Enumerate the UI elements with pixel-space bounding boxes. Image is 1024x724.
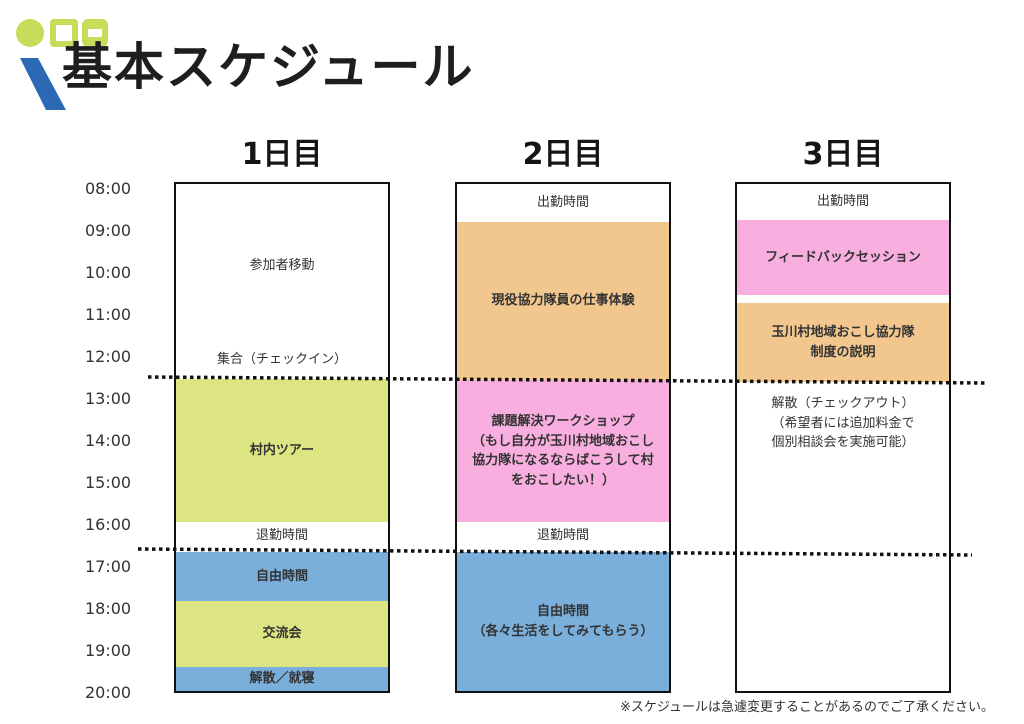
day3-header: 3日目 [802, 137, 884, 172]
schedule-block: フィードバックセッション [737, 220, 949, 295]
day2-column: 出勤時間 現役協力隊員の仕事体験 課題解決ワークショップ （もし自分が玉川村地域… [455, 182, 671, 693]
schedule-block: 退勤時間 [255, 528, 308, 543]
schedule-block: 課題解決ワークショップ （もし自分が玉川村地域おこし 協力隊になるならばこうして… [457, 380, 669, 522]
time-label: 17:00 [85, 557, 132, 576]
schedule-block: 玉川村地域おこし協力隊 制度の説明 [737, 303, 949, 382]
time-label: 14:00 [85, 431, 132, 450]
checkin-divider [147, 375, 986, 385]
time-label: 18:00 [85, 599, 132, 618]
page-title: 基本スケジュール [62, 37, 475, 96]
block-label: 玉川村地域おこし協力隊 制度の説明 [771, 325, 915, 360]
time-label: 15:00 [85, 473, 132, 492]
day3-column: 出勤時間 フィードバックセッション 玉川村地域おこし協力隊 制度の説明 解散（チ… [735, 182, 951, 693]
time-label: 10:00 [85, 263, 132, 282]
block-label: 交流会 [262, 626, 302, 642]
schedule-block: 自由時間 [176, 552, 388, 601]
evening-divider [137, 547, 973, 557]
time-label: 11:00 [85, 305, 132, 324]
block-label: 村内ツアー [249, 442, 315, 458]
time-label: 20:00 [85, 683, 132, 702]
schedule-block: 村内ツアー [176, 379, 388, 522]
schedule-block: 出勤時間 [536, 195, 589, 210]
schedule-block: 解散（チェックアウト） （希望者には追加料金で 個別相談会を実施可能） [771, 396, 915, 450]
block-label: 解散／就寝 [249, 671, 315, 687]
time-label: 16:00 [85, 515, 132, 534]
block-label: 課題解決ワークショップ （もし自分が玉川村地域おこし 協力隊になるならばこうして… [471, 414, 654, 488]
schedule-block: 交流会 [176, 601, 388, 667]
block-label: 自由時間 （各々生活をしてみてもらう） [472, 604, 654, 639]
schedule-block: 現役協力隊員の仕事体験 [457, 222, 669, 380]
block-label: 自由時間 [255, 568, 308, 584]
time-label: 12:00 [85, 347, 132, 366]
footnote: ※スケジュールは急遽変更することがあるのでご了承ください。 [620, 700, 994, 715]
schedule-block: 出勤時間 [816, 194, 869, 209]
day1-header: 1日目 [241, 137, 323, 172]
day2-header: 2日目 [522, 137, 604, 172]
schedule-block: 自由時間 （各々生活をしてみてもらう） [457, 552, 669, 691]
block-label: フィードバックセッション [765, 249, 921, 265]
time-label: 08:00 [85, 179, 132, 198]
block-label: 現役協力隊員の仕事体験 [491, 293, 635, 309]
schedule-block: 解散／就寝 [176, 667, 388, 691]
schedule-block: 集合（チェックイン） [216, 352, 347, 367]
schedule-block: 参加者移動 [249, 258, 315, 273]
time-label: 13:00 [85, 389, 132, 408]
time-label: 19:00 [85, 641, 132, 660]
oks-logo [16, 19, 108, 110]
time-label: 09:00 [85, 221, 132, 240]
schedule-block: 退勤時間 [536, 528, 589, 543]
day1-column: 参加者移動 集合（チェックイン） 村内ツアー 退勤時間 自由時間 交流会 解散／… [174, 182, 390, 693]
